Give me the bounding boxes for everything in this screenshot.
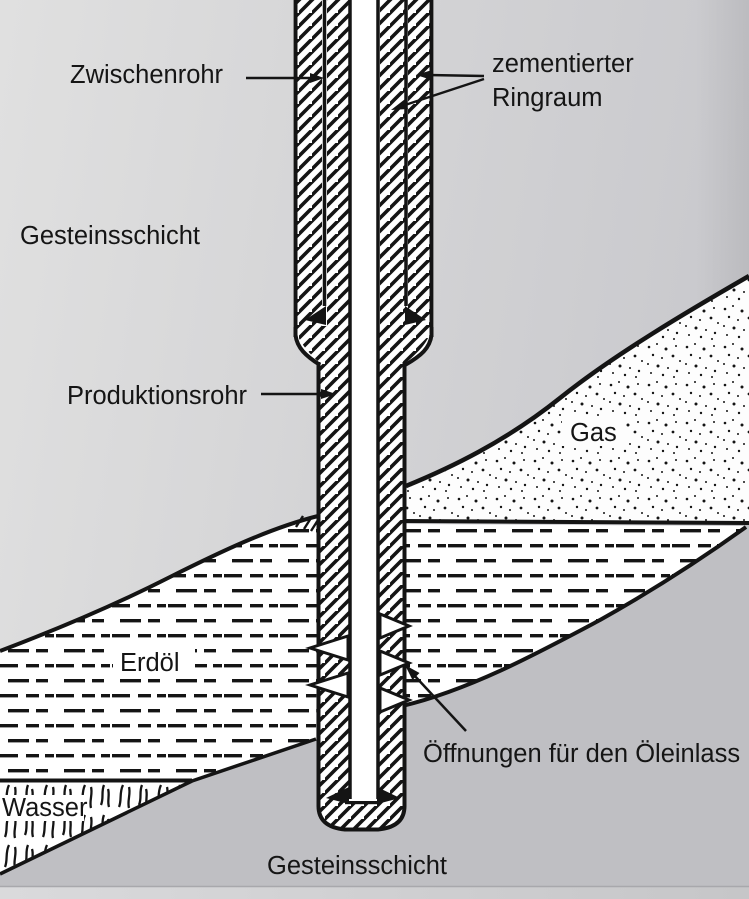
leader-oeffnungen <box>405 665 467 732</box>
well-casing <box>293 0 434 832</box>
layer-boundaries <box>0 274 749 876</box>
leader-ringraum-lower <box>391 77 485 110</box>
gas-label-backplate <box>562 417 626 446</box>
label-produktionsrohr: Produktionsrohr <box>67 382 248 410</box>
boundary-oil-rock-right <box>401 525 748 708</box>
leader-zwischenrohr <box>246 73 324 83</box>
outer-casing-right-hatch <box>408 0 431 326</box>
rock-layer-lower <box>0 525 749 888</box>
oil-region-left <box>0 516 318 781</box>
erdoel-label-backplate <box>113 649 195 676</box>
boundary-oil-top-left <box>0 514 319 653</box>
boundary-gas-top <box>405 274 749 489</box>
label-zwischenrohr: Zwischenrohr <box>70 61 224 89</box>
label-wasser: Wasser <box>2 794 88 822</box>
perforation-notches <box>305 611 413 715</box>
label-erdoel: Erdöl <box>120 649 180 677</box>
label-zementierter-ringraum-line2: Ringraum <box>492 84 603 112</box>
taper-left-hatch <box>296 326 349 364</box>
narrow-wall-right-hatch <box>379 360 405 802</box>
perforation-notch <box>378 648 413 678</box>
taper-right-hatch <box>379 326 431 364</box>
inner-casing-left-hatch <box>327 0 349 326</box>
outer-casing-left-hatch <box>296 0 322 326</box>
leader-ringraum-upper <box>416 70 485 80</box>
bore-bottom-arrows <box>326 787 400 805</box>
perforation-notch <box>378 685 413 715</box>
label-zementierter-ringraum-line1: zementierter <box>492 50 634 78</box>
perforation-notch <box>305 670 350 700</box>
oil-region-right <box>402 524 746 706</box>
casing-shoe-arrow-left <box>305 306 326 325</box>
label-gesteinsschicht-bottom: Gesteinsschicht <box>267 852 447 880</box>
label-oeffnungen: Öffnungen für den Öleinlass <box>423 740 740 768</box>
gas-region <box>404 276 749 521</box>
perforation-notch <box>378 611 413 641</box>
production-tube-bore <box>351 0 377 800</box>
label-gesteinsschicht-top: Gesteinsschicht <box>20 222 200 250</box>
casing-shoe-arrow-right <box>405 306 426 325</box>
narrow-wall-left-hatch <box>320 360 349 802</box>
leader-arrows <box>246 70 485 732</box>
perforation-notch <box>305 633 350 663</box>
casing-lines <box>293 0 434 832</box>
wasser-label-backplate <box>0 795 84 821</box>
boundary-gas-oil <box>403 519 749 525</box>
inner-casing-right-hatch <box>380 0 405 326</box>
bottom-edge-strip <box>0 887 749 899</box>
label-gas: Gas <box>570 419 617 447</box>
bottom-cap-hatch <box>320 795 403 829</box>
leader-produktionsrohr <box>261 389 336 399</box>
